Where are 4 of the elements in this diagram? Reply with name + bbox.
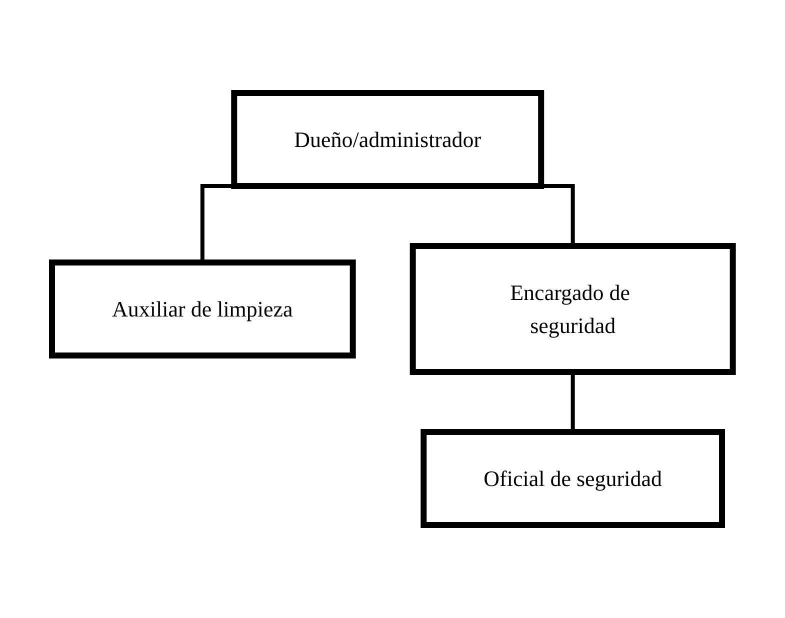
node-box: Dueño/administrador — [231, 90, 544, 189]
node-box: Oficial de seguridad — [420, 429, 726, 528]
node-box: Encargado de seguridad — [410, 243, 736, 375]
node-box: Auxiliar de limpieza — [49, 260, 356, 358]
